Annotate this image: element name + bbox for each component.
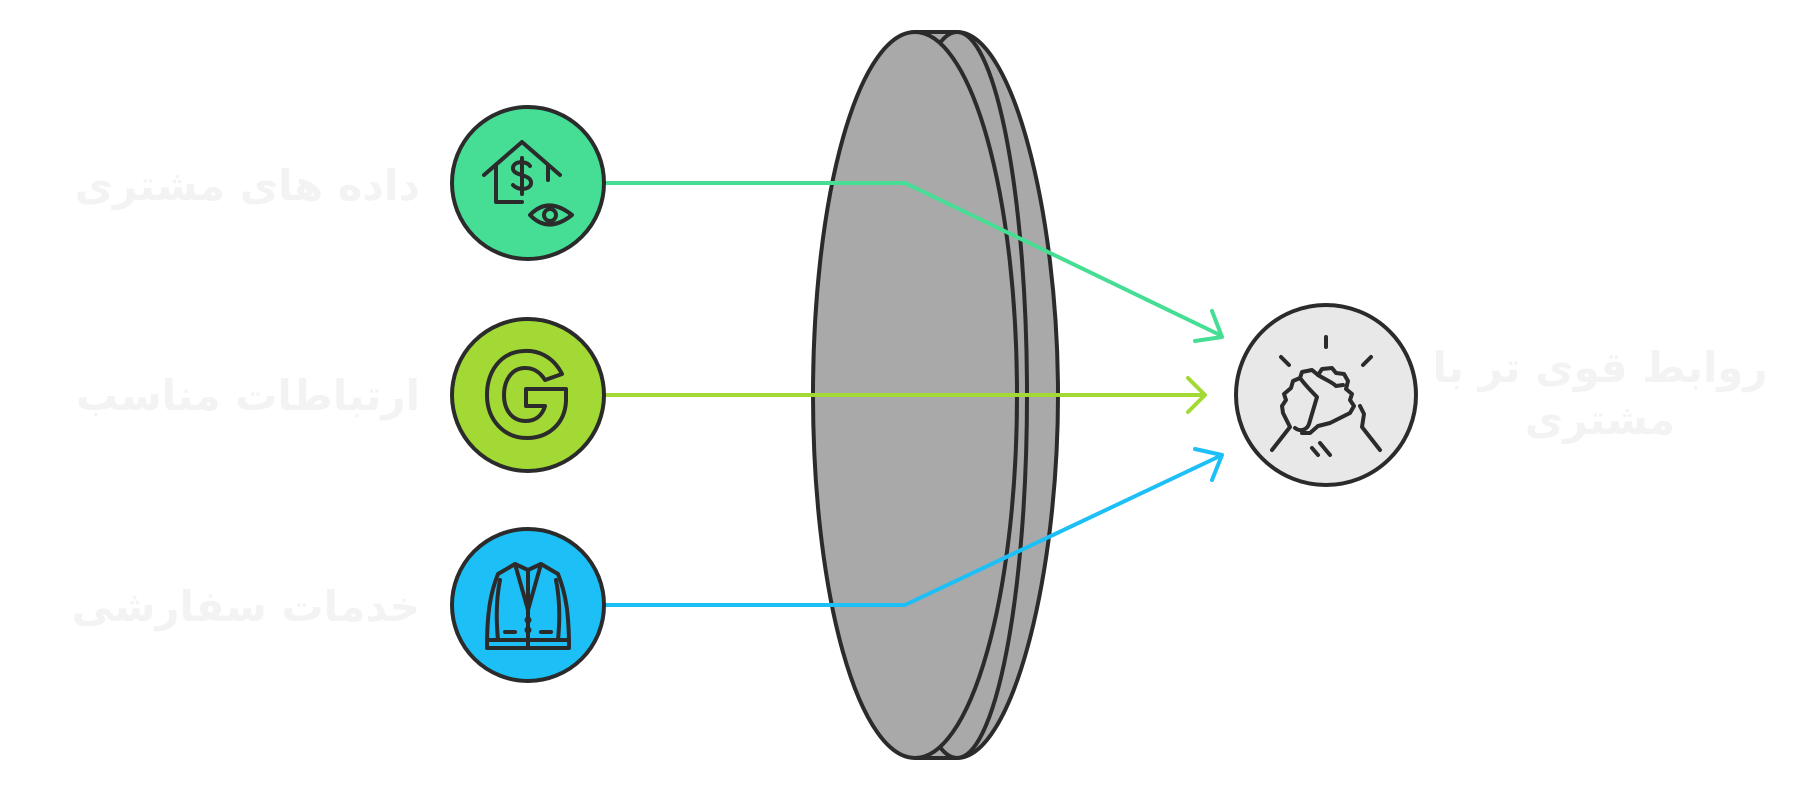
arrow-communications [605, 376, 1207, 414]
label-custom-services: خدمات سفارشی [71, 582, 420, 631]
node-customer-data [450, 105, 606, 261]
house-dollar-eye-icon [482, 140, 574, 227]
arrow-custom-services [605, 447, 1224, 607]
node-result [1234, 303, 1418, 487]
jacket-icon [485, 562, 571, 650]
node-result-circle [1234, 303, 1418, 487]
node-custom-services [450, 527, 606, 683]
handshake-icon [1270, 335, 1382, 457]
arrow-customer-data [605, 181, 1224, 343]
letter-g-icon [485, 348, 568, 440]
node-communications [450, 317, 606, 473]
label-customer-data: داده های مشتری [74, 161, 420, 210]
label-communications: ارتباطات مناسب [75, 371, 420, 420]
node-customer-data-circle [450, 105, 606, 261]
label-result: روابط قوی تر با مشتری [1432, 343, 1768, 444]
